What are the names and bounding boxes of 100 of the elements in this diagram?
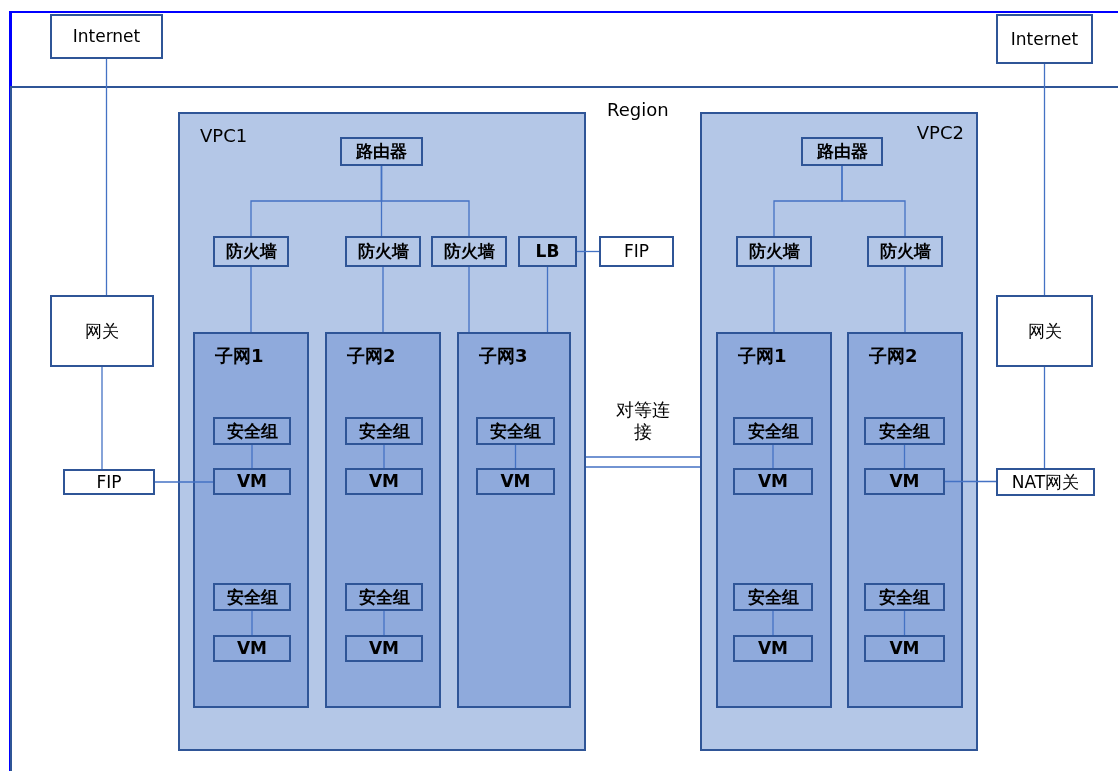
- component-box: [733, 583, 813, 611]
- node-label: 路由器: [356, 142, 407, 161]
- node-label: VM: [757, 472, 789, 491]
- connector-line: [772, 444, 774, 469]
- component-box: [996, 14, 1093, 64]
- node-label: 安全组: [747, 421, 799, 441]
- node-label: VM: [889, 639, 920, 658]
- component-box: [864, 583, 945, 611]
- component-box: [867, 236, 943, 267]
- component-box: [733, 635, 813, 662]
- node-label: 安全组: [358, 421, 410, 441]
- component-box: [864, 417, 945, 445]
- component-box: [996, 468, 1095, 496]
- subnet-container: [457, 332, 571, 708]
- connector-line: [773, 266, 775, 333]
- component-box: [50, 295, 154, 367]
- connector-line: [903, 610, 906, 636]
- component-box: [345, 417, 423, 445]
- node-label: 防火墙: [748, 242, 800, 261]
- component-box: [213, 635, 291, 662]
- node-label: 安全组: [879, 587, 930, 607]
- node-label: VM: [889, 472, 920, 491]
- connector-line: [154, 481, 214, 483]
- component-box: [476, 417, 555, 445]
- component-box: [50, 14, 163, 59]
- connector-line: [383, 610, 385, 636]
- connector-line: [944, 480, 997, 483]
- connector-line: [585, 456, 701, 468]
- component-box: [733, 417, 813, 445]
- component-box: [996, 295, 1093, 367]
- component-box: [63, 469, 155, 495]
- component-box: [345, 635, 423, 662]
- component-box: [345, 236, 421, 267]
- node-label: 安全组: [226, 587, 278, 607]
- component-box: [213, 236, 289, 267]
- node-label: LB: [535, 242, 560, 261]
- node-label: Internet: [1010, 29, 1079, 49]
- node-label: 防火墙: [879, 242, 931, 261]
- connector-line: [1043, 63, 1046, 296]
- component-box: [345, 468, 423, 495]
- component-box: [213, 468, 291, 495]
- connector-line: [251, 444, 253, 469]
- node-label: VM: [368, 472, 400, 491]
- connector-line: [250, 266, 252, 333]
- node-label: VM: [757, 639, 789, 658]
- connector-line: [380, 165, 470, 237]
- node-label: Region: [607, 100, 669, 120]
- node-label: NAT网关: [1011, 472, 1080, 492]
- connector-line: [105, 58, 108, 296]
- component-box: [518, 236, 577, 267]
- node-label: VM: [236, 472, 268, 491]
- vpc-container: [178, 112, 586, 751]
- connector-line: [841, 165, 906, 237]
- node-label: 防火墙: [357, 242, 409, 261]
- connector-line: [468, 266, 470, 333]
- node-label: VM: [500, 472, 531, 491]
- node-label: 安全组: [226, 421, 278, 441]
- component-box: [340, 137, 423, 166]
- node-label: 网关: [1027, 321, 1062, 341]
- node-label: 安全组: [490, 421, 541, 441]
- node-label: 网关: [85, 321, 119, 341]
- component-box: [345, 583, 423, 611]
- connector-line: [1043, 366, 1046, 469]
- component-box: [864, 468, 945, 495]
- component-box: [733, 468, 813, 495]
- node-label: VPC1: [200, 126, 248, 146]
- connector-line: [546, 266, 549, 333]
- component-box: [213, 417, 291, 445]
- connector-line: [576, 250, 600, 253]
- node-label: 子网3: [479, 346, 528, 366]
- component-box: [476, 468, 555, 495]
- node-label: 安全组: [358, 587, 410, 607]
- connector-line: [903, 444, 906, 469]
- connector-line: [772, 610, 774, 636]
- node-label: Internet: [72, 27, 141, 46]
- connector-line: [904, 266, 906, 333]
- component-box: [864, 635, 945, 662]
- node-label: 安全组: [747, 587, 799, 607]
- node-label: FIP: [623, 242, 649, 261]
- connector-line: [382, 266, 384, 333]
- node-label: VM: [236, 639, 268, 658]
- connector-line: [514, 444, 517, 469]
- node-label: 子网2: [347, 346, 396, 366]
- subnet-container: [325, 332, 441, 708]
- node-label: 防火墙: [443, 242, 495, 261]
- component-box: [431, 236, 507, 267]
- node-label: VM: [368, 639, 400, 658]
- node-label: 子网1: [738, 346, 787, 366]
- node-label: 子网1: [215, 346, 264, 366]
- node-label: 子网2: [869, 346, 918, 366]
- connector-line: [251, 610, 253, 636]
- subnet-container: [847, 332, 963, 708]
- node-label: 安全组: [879, 421, 930, 441]
- subnet-container: [193, 332, 309, 708]
- subnet-container: [716, 332, 832, 708]
- node-label: VPC2: [916, 123, 964, 143]
- node-label: 防火墙: [225, 242, 277, 261]
- connector-line: [101, 366, 103, 470]
- component-box: [801, 137, 883, 166]
- component-box: [213, 583, 291, 611]
